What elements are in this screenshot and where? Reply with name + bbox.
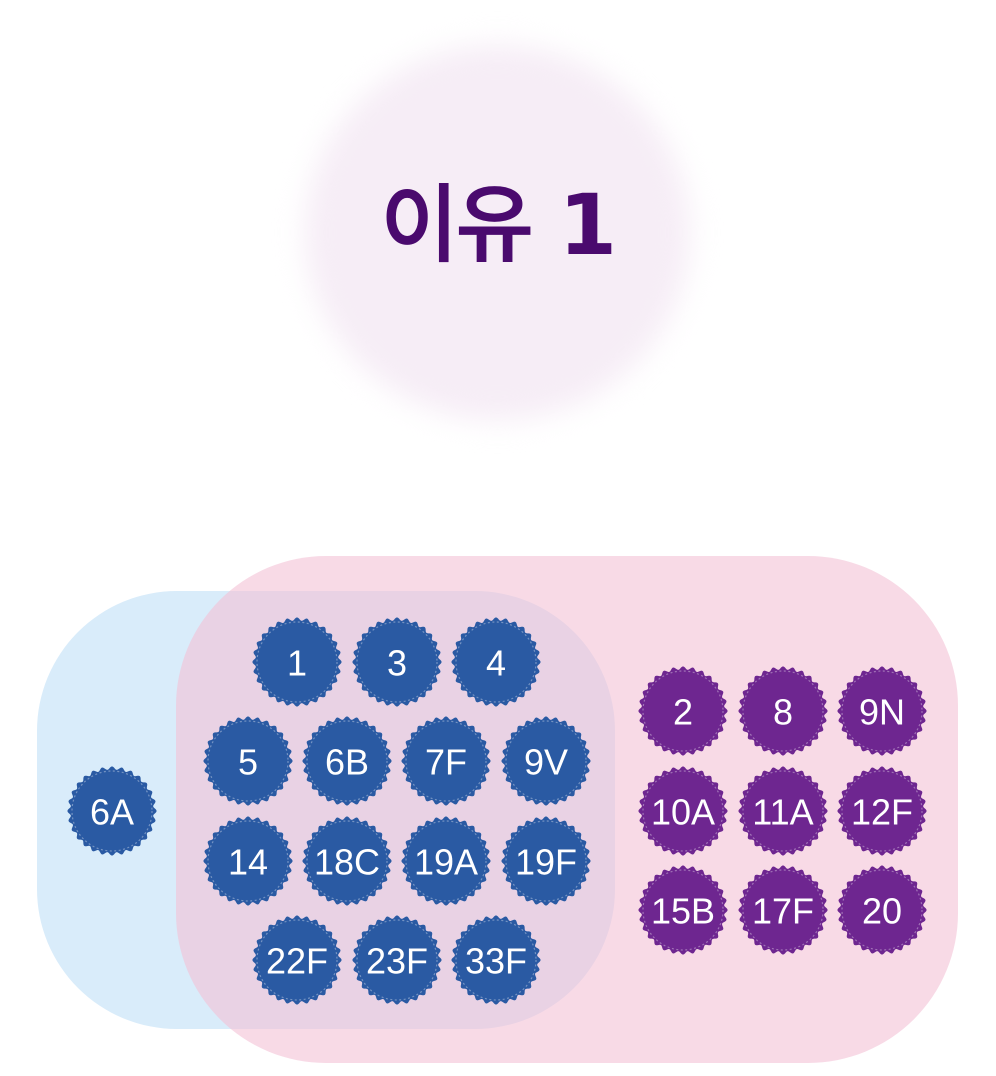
serotype-badge: 14 bbox=[203, 816, 293, 906]
badge-ring bbox=[306, 820, 388, 902]
badge-circle bbox=[302, 816, 392, 906]
badge-label: 17F bbox=[752, 891, 814, 932]
serotype-badge: 22F bbox=[252, 915, 342, 1005]
badge-label: 18C bbox=[314, 842, 380, 883]
badge-circle bbox=[738, 865, 828, 955]
serotype-badge: 7F bbox=[401, 716, 491, 806]
serotype-badge: 19F bbox=[501, 816, 591, 906]
serotype-badge: 4 bbox=[451, 617, 541, 707]
badge-label: 22F bbox=[266, 941, 328, 982]
badge-ring bbox=[841, 770, 923, 852]
badge-circle bbox=[638, 666, 728, 756]
badge-circle bbox=[638, 865, 728, 955]
serotype-badge: 11A bbox=[738, 766, 828, 856]
diagram-title: 이유 1 bbox=[380, 176, 617, 274]
serotype-badge: 15B bbox=[638, 865, 728, 955]
badge-label: 2 bbox=[673, 692, 693, 733]
badge-ring bbox=[256, 621, 338, 703]
serotype-badge: 10A bbox=[638, 766, 728, 856]
badge-label: 5 bbox=[238, 742, 258, 783]
badge-ring bbox=[207, 720, 289, 802]
badge-label: 7F bbox=[425, 742, 467, 783]
badge-ring bbox=[207, 820, 289, 902]
badge-label: 9N bbox=[859, 692, 905, 733]
badge-ring bbox=[642, 869, 724, 951]
badge-ring bbox=[505, 720, 587, 802]
serotype-badge: 20 bbox=[837, 865, 927, 955]
badge-circle bbox=[837, 766, 927, 856]
badge-ring bbox=[256, 919, 338, 1001]
badge-label: 1 bbox=[287, 643, 307, 684]
badge-label: 12F bbox=[851, 792, 913, 833]
serotype-badge: 1 bbox=[252, 617, 342, 707]
badge-ring bbox=[505, 820, 587, 902]
badge-circle bbox=[401, 716, 491, 806]
badge-circle bbox=[252, 915, 342, 1005]
badge-circle bbox=[203, 716, 293, 806]
badge-label: 19A bbox=[414, 842, 478, 883]
title-glow bbox=[305, 45, 690, 420]
badge-label: 20 bbox=[862, 891, 902, 932]
badge-label: 23F bbox=[366, 941, 428, 982]
badge-circle bbox=[837, 666, 927, 756]
badge-label: 15B bbox=[651, 891, 715, 932]
badge-ring bbox=[71, 770, 153, 852]
badge-circle bbox=[501, 716, 591, 806]
badge-label: 8 bbox=[773, 692, 793, 733]
badge-circle bbox=[738, 666, 828, 756]
serotype-badge: 19A bbox=[401, 816, 491, 906]
badge-ring bbox=[405, 720, 487, 802]
serotype-badge: 12F bbox=[837, 766, 927, 856]
badge-label: 3 bbox=[387, 643, 407, 684]
serotype-badge: 9V bbox=[501, 716, 591, 806]
badge-ring bbox=[742, 869, 824, 951]
badge-ring bbox=[742, 770, 824, 852]
badge-circle bbox=[451, 617, 541, 707]
serotype-badge: 2 bbox=[638, 666, 728, 756]
serotype-badge: 17F bbox=[738, 865, 828, 955]
badge-ring bbox=[742, 670, 824, 752]
badge-circle bbox=[67, 766, 157, 856]
badge-ring bbox=[455, 621, 537, 703]
serotype-badge: 18C bbox=[302, 816, 392, 906]
serotype-badge: 5 bbox=[203, 716, 293, 806]
badge-label: 11A bbox=[752, 792, 813, 833]
badge-circle bbox=[451, 915, 541, 1005]
badge-ring bbox=[642, 770, 724, 852]
badge-circle bbox=[252, 617, 342, 707]
badge-ring bbox=[455, 919, 537, 1001]
badge-ring bbox=[306, 720, 388, 802]
badge-label: 10A bbox=[651, 792, 715, 833]
badge-label: 6A bbox=[90, 792, 134, 833]
badge-label: 6B bbox=[325, 742, 369, 783]
badge-circle bbox=[352, 915, 442, 1005]
serotype-badge: 6B bbox=[302, 716, 392, 806]
badge-ring bbox=[356, 621, 438, 703]
badge-ring bbox=[356, 919, 438, 1001]
badge-circle bbox=[401, 816, 491, 906]
badge-ring bbox=[405, 820, 487, 902]
serotype-badge: 23F bbox=[352, 915, 442, 1005]
badge-ring bbox=[841, 670, 923, 752]
serotype-badge: 8 bbox=[738, 666, 828, 756]
badge-circle bbox=[638, 766, 728, 856]
serotype-badge: 6A bbox=[67, 766, 157, 856]
badge-label: 14 bbox=[228, 842, 268, 883]
badge-ring bbox=[841, 869, 923, 951]
badge-circle bbox=[352, 617, 442, 707]
serotype-badge: 3 bbox=[352, 617, 442, 707]
badge-circle bbox=[302, 716, 392, 806]
badge-label: 33F bbox=[465, 941, 527, 982]
badge-label: 19F bbox=[515, 842, 577, 883]
badge-circle bbox=[501, 816, 591, 906]
badge-circle bbox=[738, 766, 828, 856]
badge-circle bbox=[837, 865, 927, 955]
badge-label: 4 bbox=[486, 643, 506, 684]
badge-ring bbox=[642, 670, 724, 752]
serotype-badge: 33F bbox=[451, 915, 541, 1005]
serotype-badge: 9N bbox=[837, 666, 927, 756]
badge-circle bbox=[203, 816, 293, 906]
badge-label: 9V bbox=[524, 742, 568, 783]
